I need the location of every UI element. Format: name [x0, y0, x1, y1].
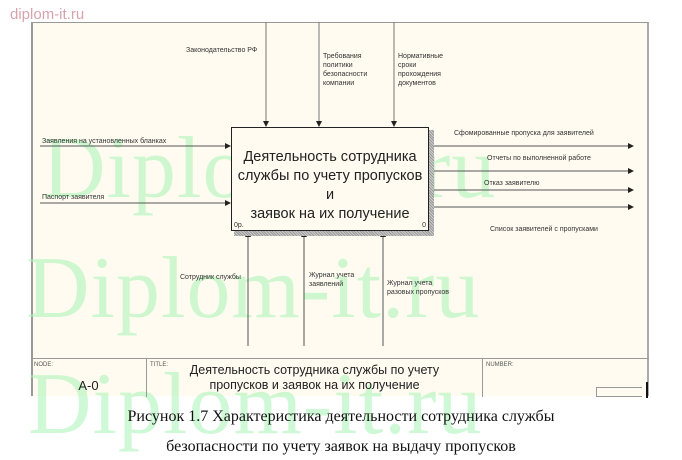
output-label: Отказ заявителю [484, 180, 540, 187]
control-label: Требования политики безопасности компани… [323, 53, 368, 87]
title-caption: TITLE: [150, 362, 169, 368]
activity-cost: 0р. [234, 222, 244, 229]
node-cell: NODE: A-0 [31, 359, 147, 397]
input-label: Заявления на установленных бланках [42, 138, 167, 145]
text-cursor [646, 382, 648, 398]
mechanism-label: Журнал учета заявлений [309, 272, 355, 288]
node-value: A-0 [78, 378, 99, 393]
control-label: Законодательство РФ [186, 47, 258, 54]
title-block: NODE: A-0 TITLE: Деятельность сотрудника… [31, 358, 649, 397]
output-label: Сфомированные пропуска для заявителей [454, 130, 594, 137]
output-label: Отчеты по выполненной работе [487, 155, 591, 162]
number-cell: NUMBER: [483, 359, 649, 397]
watermark-text: Diplom-it.ru [26, 240, 481, 337]
activity-number: 0 [422, 222, 426, 229]
title-value: Деятельность сотрудника службы по учету … [189, 363, 440, 392]
node-caption: NODE: [34, 362, 54, 368]
mechanism-label: Журнал учета разовых пропусков [387, 280, 449, 296]
figure-caption-line1: Рисунок 1.7 Характеристика деятельности … [127, 408, 555, 425]
figure-caption-line2: безопасности по учету заявок на выдачу п… [166, 438, 516, 455]
input-label: Паспорт заявителя [42, 194, 105, 201]
control-label: Нормативные сроки прохождения документов [398, 53, 444, 87]
activity-box[interactable]: Деятельность сотрудника службы по учету … [231, 127, 429, 231]
title-cell: TITLE: Деятельность сотрудника службы по… [147, 359, 483, 397]
site-watermark: diplom-it.ru [10, 6, 85, 23]
number-small-box [596, 387, 642, 397]
mechanism-label: Сотрудник службы [180, 274, 241, 281]
activity-title: Деятельность сотрудника службы по учету … [237, 149, 423, 222]
watermark-text: Diplom-it.ru [28, 356, 483, 453]
number-caption: NUMBER: [486, 362, 514, 368]
output-label: Список заявителей с пропусками [490, 226, 598, 233]
